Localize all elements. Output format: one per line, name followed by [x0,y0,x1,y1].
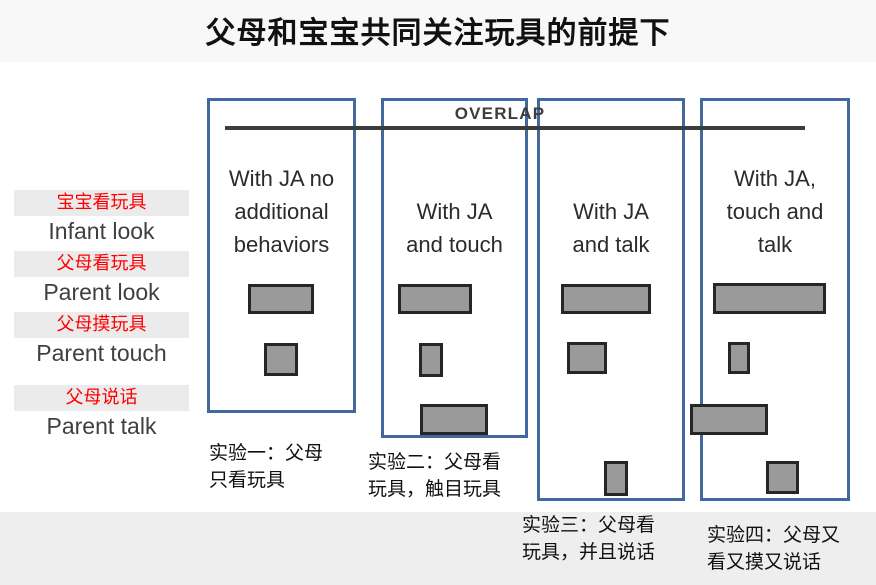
overlap-rule [225,126,805,130]
bar-infant-look-c3 [561,284,651,314]
bar-parent-look-c2 [419,343,443,377]
condition-box-3 [537,98,685,501]
legend-item-parent-talk: 父母说话 Parent talk [14,385,189,442]
bar-parent-talk-c4 [766,461,799,494]
legend-label-en: Parent look [43,279,160,305]
bar-parent-talk-c3 [604,461,628,496]
legend-label-en: Parent talk [46,413,157,439]
condition-caption-4: 实验四：父母又 看又摸又说话 [707,524,841,573]
bar-parent-look-c1 [264,343,298,376]
title-band: 父母和宝宝共同关注玩具的前提下 [0,0,876,62]
bar-infant-look-c2 [398,284,472,314]
bar-parent-touch-c2 [420,404,488,435]
bar-parent-look-c3 [567,342,607,374]
legend-item-parent-look: 父母看玩具 Parent look [14,251,189,308]
bar-parent-touch-c4 [690,404,768,435]
overlap-label: OVERLAP [454,104,546,123]
page-title: 父母和宝宝共同关注玩具的前提下 [205,16,671,51]
condition-heading-4: With JA, touch and talk [726,166,824,257]
legend-label-en: Parent touch [36,340,167,366]
condition-box-4 [700,98,850,501]
legend-label-cn: 父母摸玩具 [14,312,189,338]
condition-caption-3: 实验三：父母看 玩具，并且说话 [522,514,656,563]
bar-parent-look-c4 [728,342,750,374]
condition-caption-2: 实验二：父母看 玩具，触目玩具 [368,451,502,500]
condition-box-1 [207,98,356,413]
legend-label-cn: 父母看玩具 [14,251,189,277]
bar-infant-look-c4 [713,283,826,314]
condition-heading-3: With JA and talk [572,199,650,257]
legend-item-parent-touch: 父母摸玩具 Parent touch [14,312,189,369]
bar-infant-look-c1 [248,284,314,314]
condition-heading-2: With JA and touch [406,199,503,257]
legend-label-cn: 宝宝看玩具 [14,190,189,216]
legend-label-cn: 父母说话 [14,385,189,411]
legend-label-en: Infant look [48,218,155,244]
condition-caption-1: 实验一：父母 只看玩具 [209,442,324,491]
legend-item-infant-look: 宝宝看玩具 Infant look [14,190,189,247]
condition-heading-1: With JA no additional behaviors [228,166,335,257]
legend: 宝宝看玩具 Infant look 父母看玩具 Parent look 父母摸玩… [14,190,189,446]
condition-box-2 [381,98,528,438]
